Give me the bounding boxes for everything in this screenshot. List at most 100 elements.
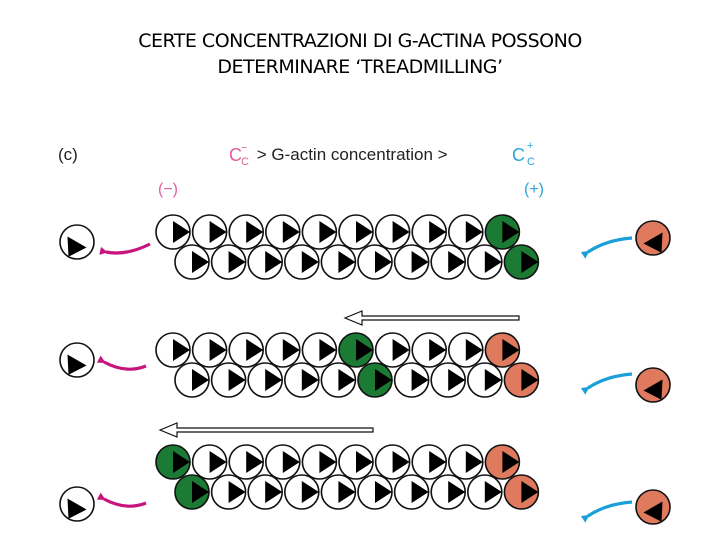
actin-subunit [191, 332, 228, 368]
subunit-wedge [173, 221, 190, 243]
released-subunit [59, 224, 95, 260]
actin-subunit [155, 332, 191, 368]
actin-subunit [174, 244, 210, 280]
actin-subunit [247, 362, 284, 398]
subunit-wedge [429, 339, 447, 361]
subunit-wedge [375, 481, 392, 503]
subunit-wedge [643, 379, 663, 400]
actin-subunit [228, 444, 264, 480]
released-subunit [59, 342, 95, 378]
actin-subunit [430, 244, 467, 280]
actin-subunit [301, 214, 338, 250]
incoming-subunit [635, 220, 671, 256]
subunit-wedge [465, 339, 483, 361]
subunit-wedge [173, 451, 190, 473]
subunit-wedge [192, 369, 209, 391]
subunit-wedge [67, 354, 87, 375]
actin-subunit [374, 444, 411, 480]
subunit-wedge [246, 339, 264, 361]
concentration-text: > G-actin concentration > [252, 145, 452, 164]
title-line-1: CERTE CONCENTRAZIONI DI G-ACTINA POSSONO [138, 30, 582, 52]
actin-subunit [357, 362, 393, 398]
panel-label: (c) [58, 145, 78, 164]
actin-subunit [283, 362, 320, 398]
subunit-wedge [411, 251, 429, 273]
actin-subunit [357, 474, 393, 510]
subunit-wedge [392, 339, 410, 361]
subunit-wedge [209, 221, 227, 243]
subunit-wedge [392, 221, 410, 243]
subunit-wedge [228, 369, 246, 391]
actin-subunit [447, 332, 484, 368]
actin-subunit [484, 444, 521, 480]
slide-title: CERTE CONCENTRAZIONI DI G-ACTINA POSSONO… [0, 28, 720, 80]
actin-subunit [247, 474, 284, 510]
actin-subunit [174, 474, 210, 510]
subunit-wedge [411, 369, 429, 391]
filament-row-1 [59, 214, 671, 280]
filament-row-2 [59, 310, 671, 403]
incoming-subunit [635, 489, 671, 525]
treadmill-movement-arrow [158, 422, 374, 438]
subunit-wedge [319, 221, 337, 243]
actin-subunit [484, 214, 521, 250]
subunit-wedge [67, 498, 87, 519]
subunit-wedge [484, 251, 502, 273]
subunit-wedge [301, 251, 319, 273]
actin-subunit [210, 362, 247, 398]
actin-subunit [374, 332, 411, 368]
subunit-wedge [375, 369, 392, 391]
subunit-wedge [67, 236, 87, 257]
actin-subunit [228, 332, 264, 368]
actin-subunit [283, 244, 320, 280]
subunit-wedge [301, 369, 319, 391]
actin-subunit [430, 474, 467, 510]
subunit-wedge [356, 221, 373, 243]
actin-subunit [264, 332, 301, 368]
released-subunit [59, 486, 95, 522]
actin-subunit [210, 474, 247, 510]
cc-minus-superscript: − [241, 142, 247, 154]
actin-subunit [393, 362, 430, 398]
subunit-wedge [282, 221, 300, 243]
actin-subunit [191, 444, 228, 480]
title-line-2: DETERMINARE ‘TREADMILLING’ [217, 56, 503, 78]
subunit-wedge [209, 339, 227, 361]
subunit-wedge [411, 481, 429, 503]
subunit-wedge [265, 369, 283, 391]
subunit-wedge [643, 232, 663, 253]
subunit-wedge [209, 451, 227, 473]
subunit-wedge [173, 339, 190, 361]
subunit-wedge [465, 451, 483, 473]
incoming-subunit [635, 367, 671, 403]
subunit-wedge [502, 451, 520, 473]
actin-subunit [228, 214, 264, 250]
subunit-wedge [465, 221, 483, 243]
subunit-wedge [246, 451, 264, 473]
cc-plus-subscript: C [527, 156, 535, 168]
subunit-wedge [375, 251, 392, 273]
subunit-wedge [448, 369, 466, 391]
actin-subunit [357, 244, 393, 280]
subunit-wedge [392, 451, 410, 473]
actin-subunit [503, 244, 540, 280]
subunit-wedge [265, 251, 283, 273]
actin-subunit [338, 332, 374, 368]
subunit-wedge [282, 339, 300, 361]
subunit-wedge [228, 481, 246, 503]
actin-subunit [393, 244, 430, 280]
subunit-wedge [356, 451, 373, 473]
subunit-wedge [521, 251, 539, 273]
subunit-wedge [228, 251, 246, 273]
actin-subunit [503, 362, 540, 398]
gain-arrow [580, 236, 633, 259]
subunit-wedge [192, 481, 209, 503]
actin-subunit [411, 332, 448, 368]
actin-subunit [320, 244, 357, 280]
actin-subunit [247, 244, 284, 280]
actin-subunit [174, 362, 210, 398]
subunit-wedge [356, 339, 373, 361]
actin-subunit [301, 332, 338, 368]
treadmill-movement-arrow [343, 310, 520, 326]
subunit-wedge [521, 369, 539, 391]
